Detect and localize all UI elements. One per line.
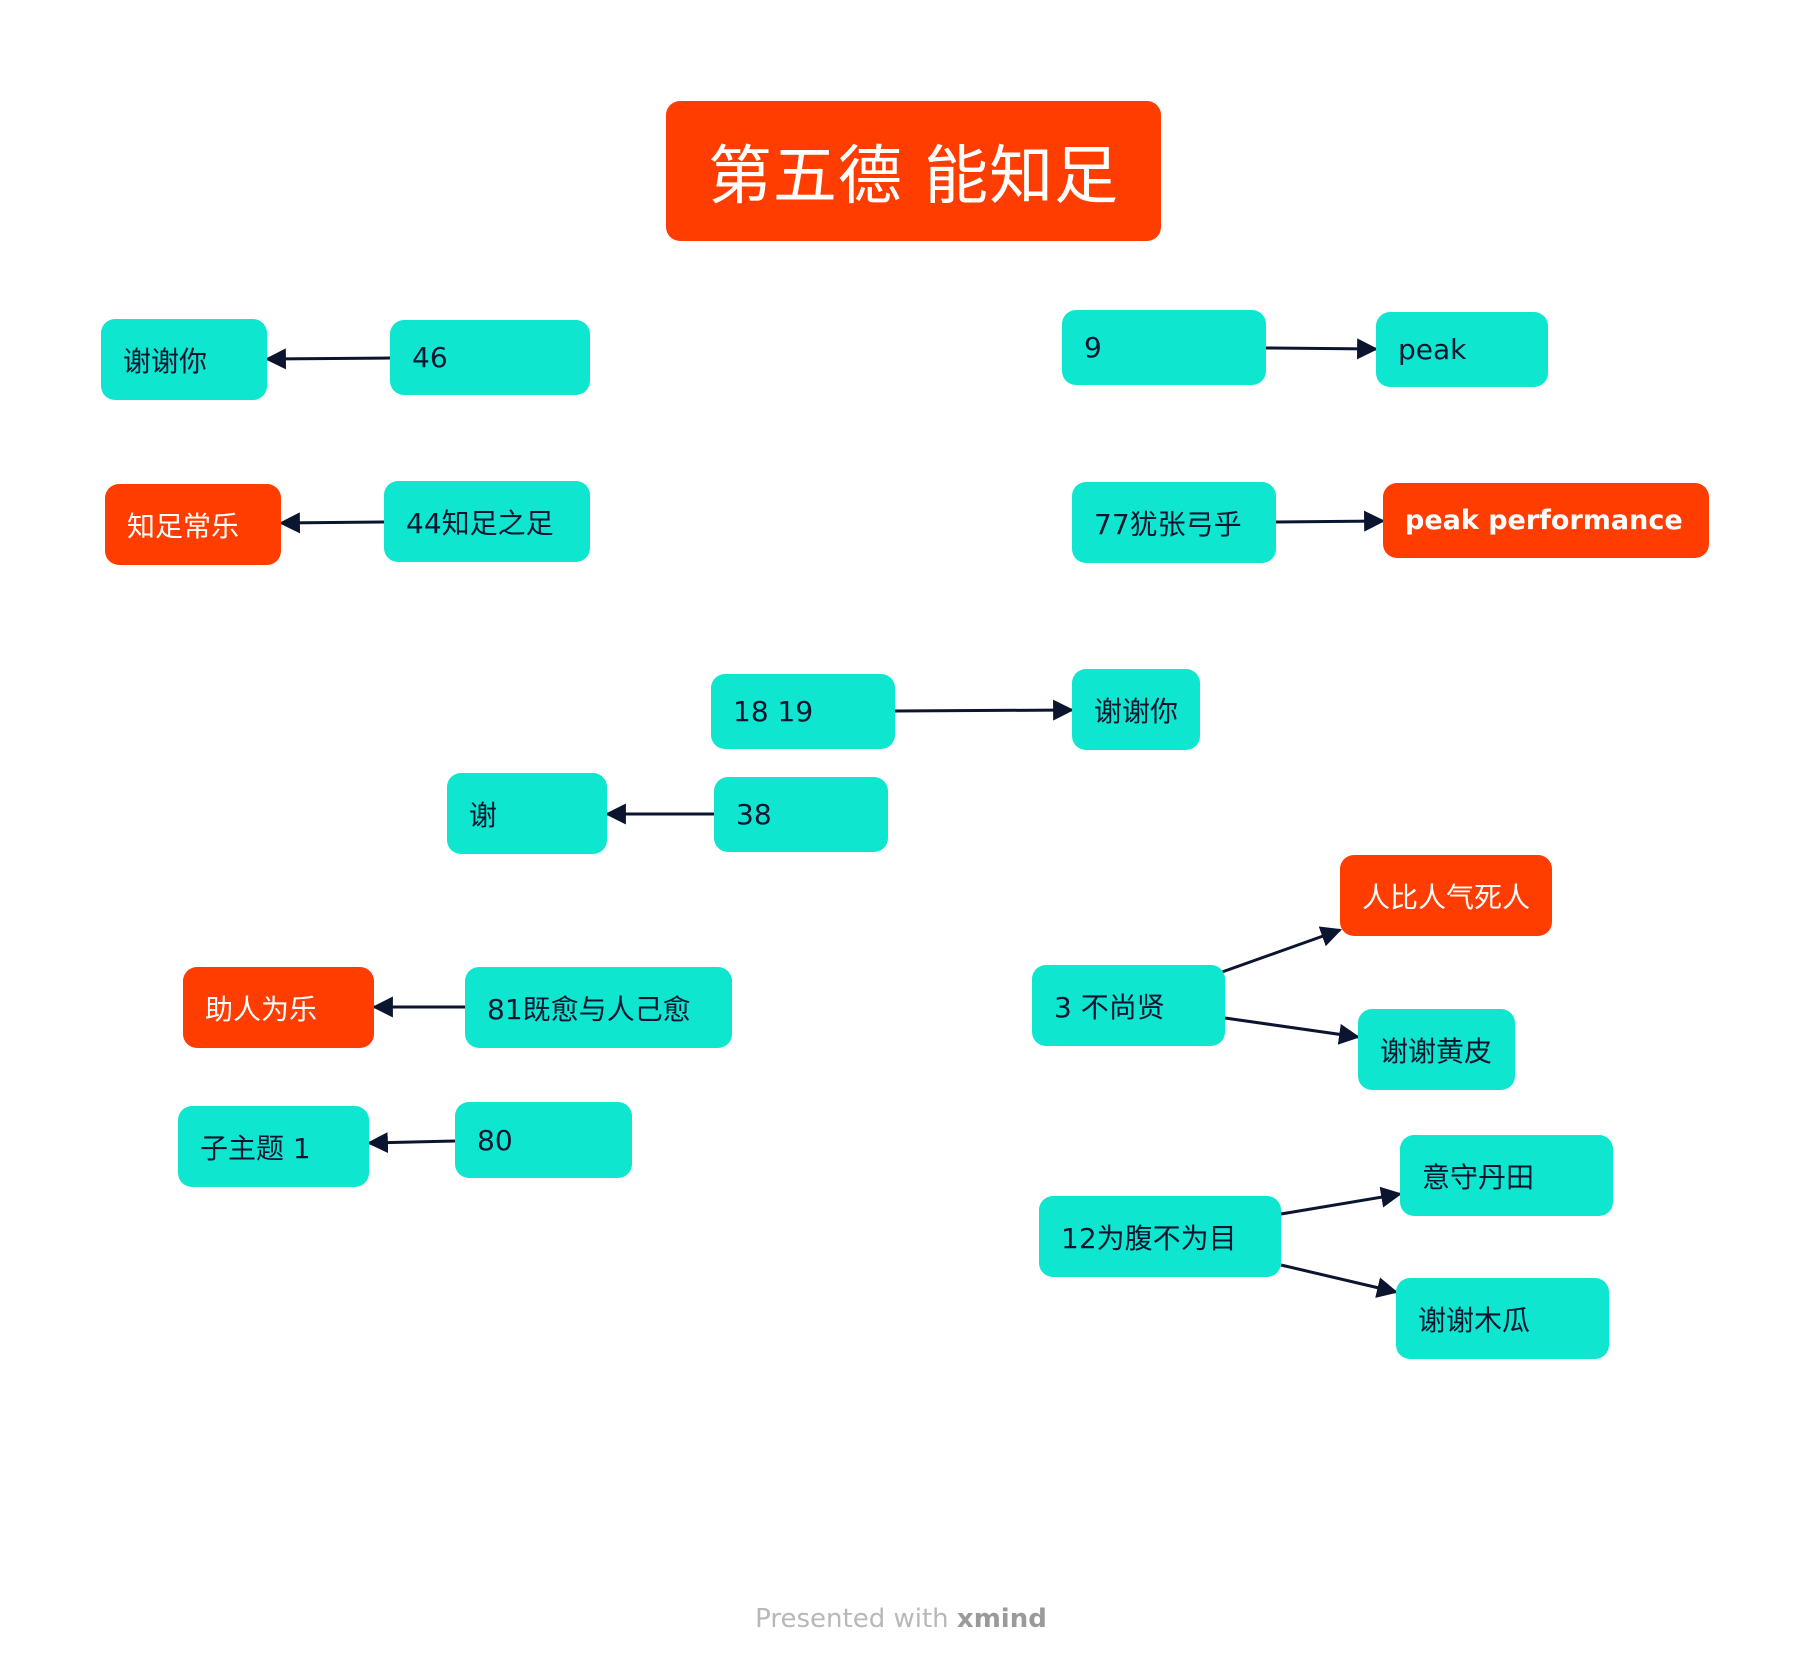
- root-topic[interactable]: 第五德 能知足: [666, 101, 1161, 241]
- footer-prefix: Presented with: [755, 1604, 957, 1634]
- arrow-3-to-huangpi: [1224, 1016, 1361, 1045]
- topic-80[interactable]: 80: [455, 1102, 632, 1178]
- topic-peak-performance[interactable]: peak performance: [1383, 483, 1709, 558]
- topic-77[interactable]: 77犹张弓乎: [1072, 482, 1276, 563]
- topic-renbiren[interactable]: 人比人气死人: [1340, 855, 1552, 936]
- arrow-44-to-zhizu: [278, 512, 385, 534]
- topic-46[interactable]: 46: [390, 320, 590, 395]
- footer-brand: xmind: [956, 1604, 1047, 1634]
- topic-12[interactable]: 12为腹不为目: [1039, 1196, 1281, 1277]
- arrow-3-to-renbiren: [1221, 926, 1342, 974]
- topic-81[interactable]: 81既愈与人己愈: [465, 967, 732, 1048]
- topic-18-19[interactable]: 18 19: [711, 674, 895, 749]
- topic-3[interactable]: 3 不尚贤: [1032, 965, 1225, 1046]
- topic-xiexie-mugua[interactable]: 谢谢木瓜: [1396, 1278, 1609, 1359]
- topic-9[interactable]: 9: [1062, 310, 1266, 385]
- topic-subtopic-1[interactable]: 子主题 1: [178, 1106, 369, 1187]
- topic-xiexie-huangpi[interactable]: 谢谢黄皮: [1358, 1009, 1515, 1090]
- arrow-1819-to-xiexieni: [894, 699, 1075, 721]
- topic-38[interactable]: 38: [714, 777, 888, 852]
- arrow-12-to-yishou: [1280, 1186, 1403, 1216]
- footer-credit: Presented with xmind: [0, 1604, 1802, 1634]
- arrow-80-to-subtopic: [366, 1132, 456, 1154]
- topic-yishou-dantian[interactable]: 意守丹田: [1400, 1135, 1613, 1216]
- topic-zhizu-changle[interactable]: 知足常乐: [105, 484, 281, 565]
- topic-zhuren-weile[interactable]: 助人为乐: [183, 967, 374, 1048]
- arrow-12-to-mugua: [1280, 1263, 1399, 1298]
- arrow-46-to-xiexieni: [264, 348, 391, 370]
- topic-xiexieni-center[interactable]: 谢谢你: [1072, 669, 1200, 750]
- topic-44[interactable]: 44知足之足: [384, 481, 590, 562]
- topic-peak[interactable]: peak: [1376, 312, 1548, 387]
- topic-xiexieni-left[interactable]: 谢谢你: [101, 319, 267, 400]
- arrow-77-to-peak-performance: [1275, 510, 1386, 532]
- arrow-9-to-peak: [1265, 338, 1379, 360]
- topic-xie[interactable]: 谢: [447, 773, 607, 854]
